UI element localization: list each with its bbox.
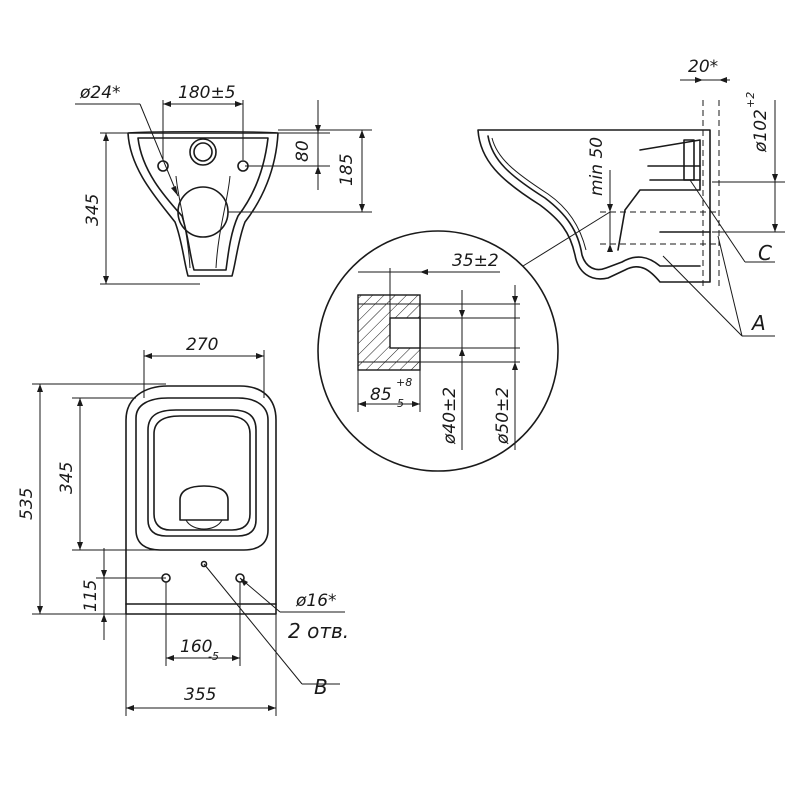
side-channel (617, 139, 701, 251)
dim-top-total-length: 535 (17, 488, 37, 520)
front-bowl-rim (127, 131, 279, 134)
front-bowl-outline (127, 132, 279, 277)
side-bowl-outline (477, 129, 711, 283)
front-contour-left (175, 175, 191, 269)
dim-top-total-width: 355 (184, 685, 216, 705)
dim-side-outlet-diameter-tol: +2 (744, 92, 757, 108)
side-inlet-pipe (683, 139, 695, 181)
dim-detail-length-tol-upper: +8 (396, 376, 412, 389)
side-view: 20* ø102 +2 min 50 C A (477, 57, 785, 337)
label-b: B (314, 675, 328, 699)
detail-view: 35±2 85 +8 -5 ø40±2 ø50±2 (317, 211, 611, 472)
dim-detail-depth: 35±2 (452, 251, 499, 271)
front-contour-right (215, 175, 231, 269)
dim-front-outlet-height: 185 (337, 154, 357, 186)
top-view: 270 535 345 115 160 -5 355 (17, 335, 349, 716)
label-a: A (750, 311, 766, 335)
side-bowl-inner (487, 135, 701, 271)
front-inlet-circle-inner (193, 142, 213, 162)
dim-front-height: 345 (83, 194, 103, 226)
top-bowl-outline (135, 397, 269, 551)
top-seat-outline (125, 385, 277, 615)
top-center-mark (200, 560, 208, 568)
top-hinge (185, 519, 223, 530)
detail-leader (522, 211, 611, 267)
dim-top-seat-width: 270 (186, 335, 218, 355)
dim-front-upper-offset: 80 (293, 140, 313, 162)
dim-side-width-top: 20* (688, 57, 718, 77)
detail-socket (389, 317, 421, 349)
top-bowl-inner (147, 409, 257, 537)
front-mount-hole-left (157, 160, 169, 172)
dim-detail-d1: ø40±2 (440, 387, 460, 445)
detail-circle (317, 230, 559, 472)
dim-top-hole-spacing: 160 (180, 637, 212, 657)
front-inlet-circle (189, 138, 217, 166)
top-drain-opening (179, 485, 229, 521)
dim-front-hole-spacing: 180±5 (178, 83, 236, 103)
front-bowl-inner (137, 137, 269, 271)
dim-top-hole-diameter: ø16* (295, 591, 337, 611)
side-bowl-inner-2 (491, 137, 587, 251)
dim-detail-length: 85 (370, 385, 392, 405)
dim-top-hole-spacing-tol: -5 (208, 650, 219, 663)
dim-detail-d2: ø50±2 (493, 387, 513, 445)
dim-detail-length-tol-lower: -5 (393, 397, 404, 410)
front-view: 180±5 ø24* 345 80 185 (75, 83, 372, 285)
dim-front-hole-diameter: ø24* (79, 83, 121, 103)
label-c: C (758, 241, 772, 265)
top-bowl-inner-2 (153, 415, 251, 531)
dim-side-outlet-diameter: ø102 (751, 109, 771, 153)
label-holes-count: 2 отв. (288, 619, 349, 643)
dim-top-bowl-length: 345 (57, 462, 77, 494)
dim-top-hole-offset: 115 (81, 580, 101, 612)
dim-side-min-gap: min 50 (587, 137, 607, 196)
